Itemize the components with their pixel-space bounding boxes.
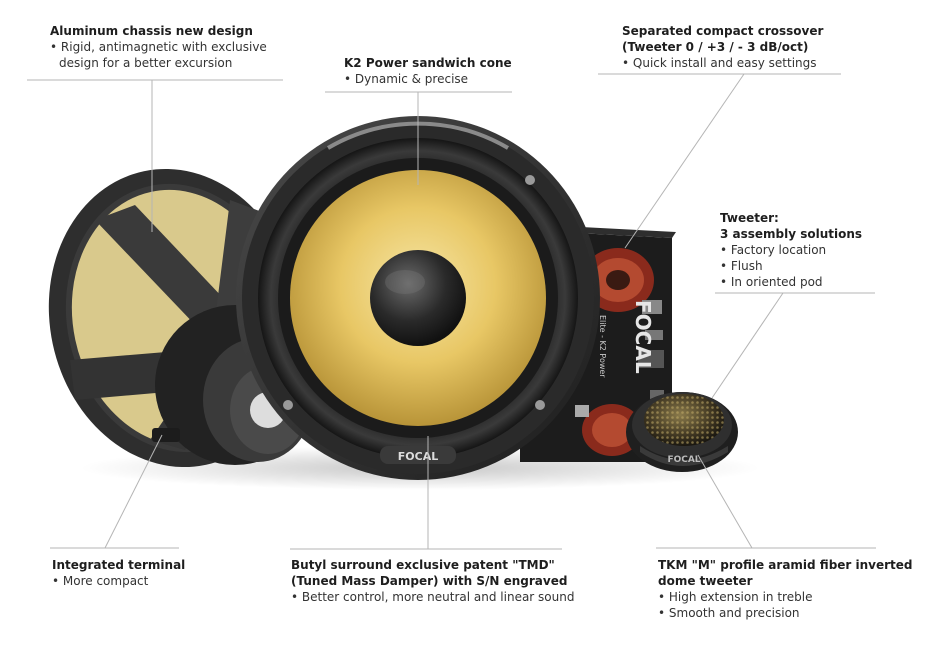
annotation-title: (Tuned Mass Damper) with S/N engraved [291,574,568,588]
crossover-leader [624,73,745,249]
annotation-k2-cone: K2 Power sandwich cone • Dynamic & preci… [344,55,512,87]
annotation-title: TKM "M" profile aramid fiber inverted [658,558,913,572]
crossover-brand-label: FOCAL [631,300,655,374]
annotation-bullet: • More compact [52,574,149,588]
annotation-integrated-terminal: Integrated terminal • More compact [52,557,185,589]
annotation-bullet: • Better control, more neutral and linea… [291,590,575,604]
annotation-crossover: Separated compact crossover (Tweeter 0 /… [622,23,823,71]
tweeter-illustration [626,392,738,472]
annotation-title: Integrated terminal [52,558,186,572]
annotation-butyl-surround: Butyl surround exclusive patent "TMD" (T… [291,557,574,605]
crossover-series-label: Elite - K2 Power [598,315,607,378]
annotation-bullet: design for a better excursion [59,56,233,70]
annotation-title: Separated compact crossover [622,24,824,38]
annotation-bullet: • Quick install and easy settings [622,56,817,70]
annotation-bullet: • High extension in treble [658,590,813,604]
woofer-front-view [236,116,600,480]
annotation-tkm-tweeter: TKM "M" profile aramid fiber inverted do… [658,557,913,621]
tweeter-leader [711,292,784,399]
annotation-title: dome tweeter [658,574,753,588]
annotation-bullet: • Flush [720,259,763,273]
annotation-bullet: • Factory location [720,243,827,257]
annotation-aluminum-chassis: Aluminum chassis new design • Rigid, ant… [50,23,267,71]
annotation-bullet: • In oriented pod [720,275,823,289]
annotation-bullet: • Dynamic & precise [344,72,469,86]
annotation-title: Butyl surround exclusive patent "TMD" [291,558,555,572]
annotation-title: 3 assembly solutions [720,227,863,241]
tkm-leader [697,454,753,549]
annotation-title: Tweeter: [720,211,779,225]
annotation-title: Aluminum chassis new design [50,24,253,38]
annotation-bullet: • Smooth and precision [658,606,800,620]
tweeter-brand-label: FOCAL [667,455,700,465]
annotation-bullet: • Rigid, antimagnetic with exclusive [50,40,267,54]
terminal-leader [104,434,163,549]
annotation-tweeter-assembly: Tweeter: 3 assembly solutions • Factory … [720,210,862,290]
annotation-title: (Tweeter 0 / +3 / - 3 dB/oct) [622,40,809,54]
annotation-title: K2 Power sandwich cone [344,56,512,70]
